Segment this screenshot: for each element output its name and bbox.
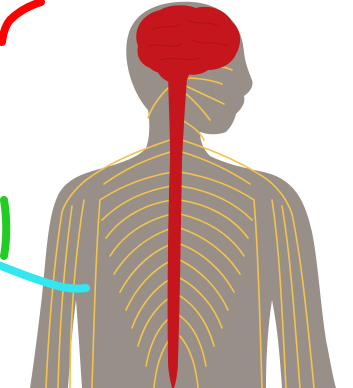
pointer-line-green bbox=[4, 200, 6, 256]
brain-cerebrum bbox=[136, 5, 240, 75]
